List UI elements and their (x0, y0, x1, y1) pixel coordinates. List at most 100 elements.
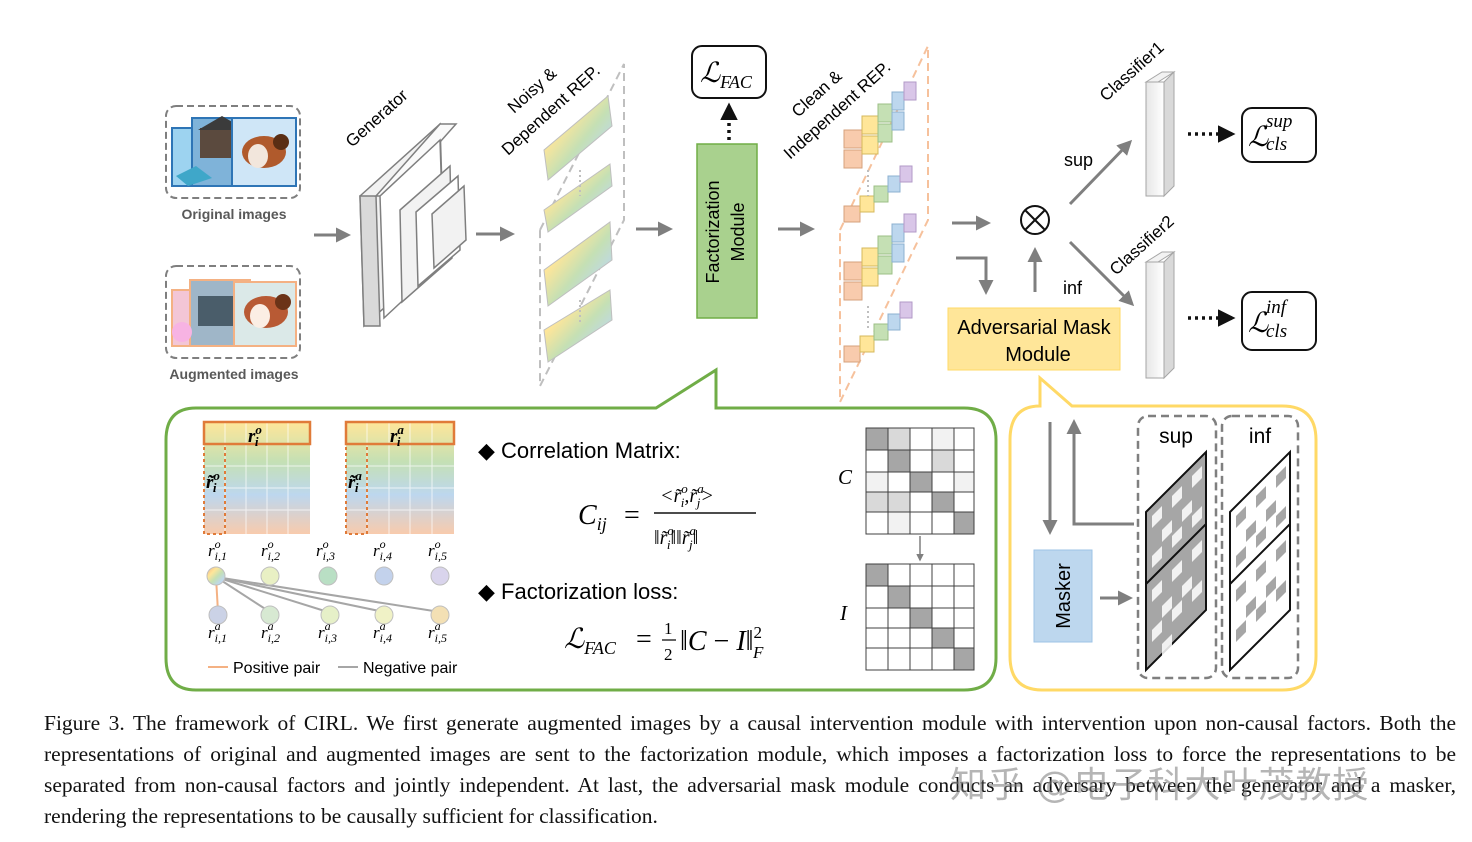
svg-text:roi,1: roi,1 (208, 537, 227, 563)
i-matrix-label: I (839, 601, 848, 625)
original-images-label: Original images (181, 206, 286, 222)
bottom-node-3-sub: i,3 (325, 631, 337, 645)
svg-text:2: 2 (664, 645, 673, 664)
bottom-node-5-sub: i,5 (435, 631, 447, 645)
rt-a-label: r̃ (348, 472, 357, 493)
cirl-framework-diagram: Original images Augmented images Generat… (164, 38, 1318, 692)
top-node-2-sup: o (268, 537, 274, 551)
sup-branch-label: sup (1064, 150, 1093, 170)
top-node-2-base: r (261, 541, 268, 560)
top-node-3-sub: i,3 (323, 549, 335, 563)
bottom-nodes (208, 605, 450, 625)
figure-caption: Figure 3. The framework of CIRL. We firs… (44, 711, 1456, 828)
adv-mask-label-line1: Adversarial Mask (957, 317, 1111, 339)
svg-text:r̃ai: r̃ai (348, 468, 362, 495)
adv-mask-label-line2: Module (1005, 344, 1071, 366)
loss-inf-main: ℒ (1248, 308, 1269, 339)
classifier1: Classifier1 (1096, 38, 1176, 198)
inf-mask-panel: inf (1220, 414, 1300, 680)
bottom-node-4-base: r (373, 623, 380, 642)
bottom-node-3-sup: a (325, 619, 331, 633)
svg-text:1: 1 (664, 619, 673, 638)
top-node-5-base: r (428, 541, 435, 560)
top-node-4-sub: i,4 (380, 549, 392, 563)
loss-sup-sup: sup (1266, 111, 1292, 132)
loss-inf-box: ℒ inf cls (1241, 291, 1317, 351)
c-matrix-label: C (838, 465, 853, 489)
r-o-sub: i (255, 434, 259, 449)
svg-text:=: = (636, 624, 652, 655)
i-matrix (865, 563, 975, 671)
bottom-node-1-sup: a (215, 619, 221, 633)
correlation-matrix-title: ◆ Correlation Matrix: (478, 438, 681, 463)
sup-mask-panel: sup (1136, 414, 1218, 680)
svg-text:rai,4: rai,4 (373, 619, 392, 645)
top-node-2-sub: i,2 (268, 549, 280, 563)
loss-fac-box: ℒFAC (691, 45, 767, 99)
positive-pair-label: Positive pair (233, 660, 321, 677)
arrow-to-adversarial (956, 256, 994, 295)
augmented-images-group: Augmented images (165, 265, 301, 382)
top-node-1-base: r (208, 541, 215, 560)
masker-label: Masker (1053, 563, 1075, 629)
loss-sup-box: ℒ sup cls (1241, 107, 1317, 163)
bottom-node-3-base: r (318, 623, 325, 642)
watermark-text: 知乎 @电子科大叶茂教授 (950, 765, 1370, 806)
svg-text:r̃oi: r̃oi (206, 468, 220, 495)
inf-mask-label: inf (1249, 425, 1271, 448)
loss-inf-sup: inf (1266, 297, 1289, 318)
rt-o-sub: i (213, 480, 217, 495)
masker-block: Masker (1033, 549, 1093, 643)
loss-sup-sub: cls (1266, 134, 1287, 155)
svg-text:‖r̃oi‖‖r̃aj‖: ‖r̃oi‖‖r̃aj‖ (654, 523, 698, 552)
bottom-node-5-sup: a (435, 619, 441, 633)
original-images-group: Original images (165, 105, 301, 222)
svg-text:ℒFAC: ℒFAC (700, 58, 753, 92)
bottom-node-4-sub: i,4 (380, 631, 392, 645)
bottom-node-2-sub: i,2 (268, 631, 280, 645)
factorization-module: Factorization Module (696, 143, 758, 319)
bottom-node-5-base: r (428, 623, 435, 642)
svg-text:<r̃oi,r̃aj>: <r̃oi,r̃aj> (660, 481, 714, 510)
c-matrix (865, 427, 975, 535)
svg-text:rai,1: rai,1 (208, 619, 227, 645)
pair-legend: Positive pair Negative pair (208, 660, 458, 677)
loss-fac-main: ℒ (700, 58, 721, 89)
augmented-images-label: Augmented images (169, 366, 298, 382)
svg-text:rai: rai (390, 422, 404, 449)
factorization-loss-title: ◆ Factorization loss: (478, 579, 678, 604)
svg-text:=: = (624, 500, 640, 531)
loss-sup-main: ℒ (1248, 122, 1269, 153)
top-node-4-sup: o (380, 537, 386, 551)
rt-a-sub: i (355, 480, 359, 495)
svg-text:roi,3: roi,3 (316, 537, 335, 563)
arrow-sup-branch (1068, 139, 1133, 206)
inf-branch-label: inf (1063, 278, 1083, 298)
bottom-node-1-base: r (208, 623, 215, 642)
top-nodes (206, 566, 450, 586)
clean-rep-block: Clean & Independent REP. (780, 45, 929, 403)
bottom-node-4-sup: a (380, 619, 386, 633)
arrow-inf-branch (1068, 240, 1135, 307)
top-node-3-sup: o (323, 537, 329, 551)
noisy-rep-block: Noisy & Dependent REP. (498, 61, 625, 387)
r-a-sup: a (397, 422, 404, 437)
factorization-label-line2: Module (728, 202, 748, 261)
bottom-node-2-base: r (261, 623, 268, 642)
arrow-mask-back (1066, 419, 1134, 526)
generator-block: Generator (342, 85, 467, 328)
svg-text:‖C − I‖2F: ‖C − I‖2F (680, 623, 764, 662)
svg-text:roi,4: roi,4 (373, 537, 392, 563)
loss-fac-sub: FAC (719, 72, 753, 92)
adversarial-mask-module: Adversarial Mask Module (947, 307, 1121, 371)
r-o-sup: o (255, 422, 262, 437)
top-node-1-sub: i,1 (215, 549, 227, 563)
rt-a-sup: a (355, 468, 362, 483)
r-o-label: r (248, 426, 256, 447)
svg-text:roi,2: roi,2 (261, 537, 280, 563)
